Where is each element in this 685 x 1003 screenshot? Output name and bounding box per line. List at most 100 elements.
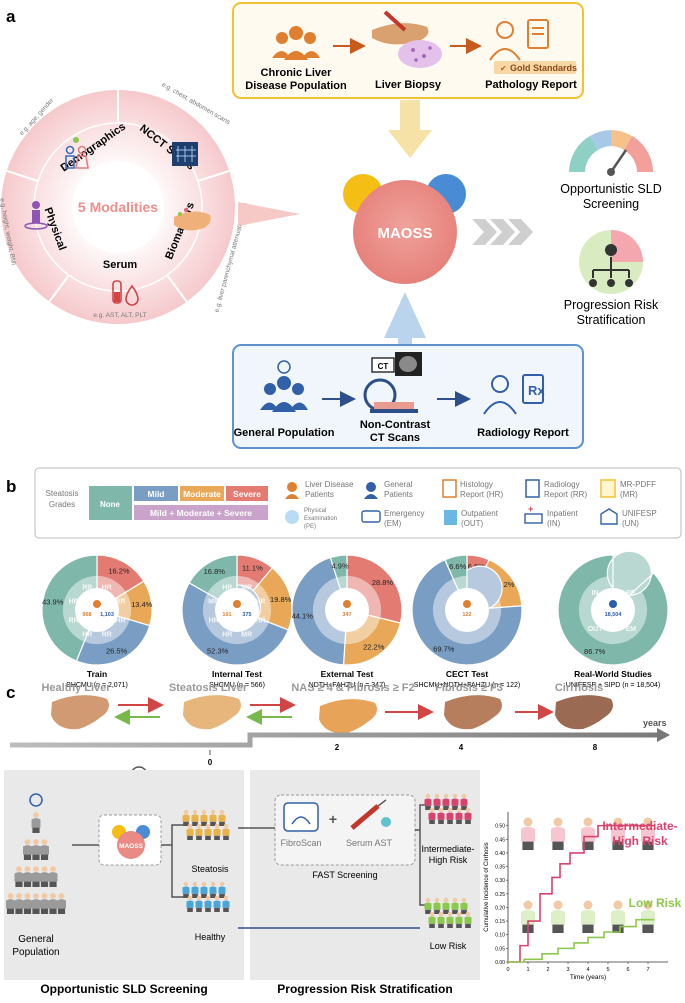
km-x-tick-label: 4 [586, 967, 589, 973]
donut-5-inner-label: EM [626, 626, 637, 633]
highCrowd-q-body [437, 812, 445, 820]
gold-check-icon: ✔ [500, 64, 507, 73]
donut-2-count: 375 [242, 612, 251, 618]
lowCrowd-p-head [443, 897, 449, 903]
crowd-person-legs [32, 854, 40, 860]
donut-2-value-label: 19.8% [270, 595, 292, 604]
serum-ast-label: Serum AST [346, 838, 393, 848]
km-sil-low-body [551, 909, 565, 925]
km-sil-high-body [551, 826, 565, 842]
modalities-to-maoss-arrow [238, 202, 300, 226]
lowCrowd-q-head [456, 911, 462, 917]
km-sil-low-head [523, 900, 533, 910]
sld-screening-gauge-icon [569, 130, 653, 176]
donut-2-inner-label: HR [222, 585, 232, 592]
crowd-person-head [16, 893, 22, 899]
km-y-tick-label: 0.20 [495, 905, 505, 911]
legend-item-6-line3: (PE) [304, 524, 316, 530]
healthyCrowd-p-legs [201, 893, 207, 898]
legend-general-patients-icon-body [364, 494, 378, 499]
crowd-person-body [31, 899, 41, 909]
km-x-tick-label: 0 [506, 967, 509, 973]
highCrowd-p-head [443, 793, 449, 799]
crowd-person-legs [15, 881, 23, 887]
healthyCrowd-q-legs [214, 907, 220, 912]
lowCrowd-p-body [442, 902, 450, 910]
highCrowd-p-body [442, 798, 450, 806]
donut-3-subtitle: NDTH+FAHZU (n = 347) [309, 682, 386, 689]
healthyCrowd-q-body [222, 900, 230, 908]
legend-item-4-line2: Report (RR) [544, 490, 587, 499]
donut-1-inner-ring-moderate [114, 592, 132, 620]
steatosisCrowd-q-legs [196, 835, 202, 840]
legend-mrpdff-icon [600, 479, 616, 498]
steatosisCrowd-p-body [191, 814, 199, 822]
timeline-arrowhead [657, 728, 670, 742]
crowd-person-legs [40, 881, 49, 887]
healthyCrowd-q-body [186, 900, 194, 908]
legend-item-3-line1: Histology [460, 480, 493, 489]
lowCrowd-p-body [451, 902, 459, 910]
legend-item-7-line1: Emergency [384, 509, 424, 518]
highCrowd-q-body [455, 812, 463, 820]
output-risk-line2: Stratification [577, 313, 646, 327]
donut-1-value-label: 13.4% [131, 600, 153, 609]
highCrowd-p-legs [443, 805, 449, 810]
legend-severe-label: Severe [233, 489, 261, 499]
legend-item-7-line2: (EM) [384, 519, 402, 528]
tick-0: 0 [208, 758, 213, 767]
output-screening-line2: Screening [583, 197, 639, 211]
maoss-model-circle [353, 180, 457, 284]
healthyCrowd-p-body [191, 886, 199, 894]
km-y-tick-label: 0.40 [495, 851, 505, 857]
highCrowd-q-head [465, 807, 471, 813]
km-sil-low-head [613, 900, 623, 910]
steatosisCrowd-q-body [222, 828, 230, 836]
steatosisCrowd-p-body [182, 814, 190, 822]
highCrowd-p-head [434, 793, 440, 799]
legend-title-line1: Steatosis [46, 489, 79, 498]
legend-histology-icon [442, 479, 457, 498]
crowd-person-legs [40, 908, 49, 914]
lowCrowd-p-legs [425, 909, 431, 914]
km-sil-low-body [641, 909, 655, 925]
donut-1-inner-label: HR [102, 585, 112, 592]
km-low-label: Low Risk [629, 896, 682, 910]
steatosisCrowd-q-head [187, 823, 193, 829]
healthyCrowd-p-legs [210, 893, 216, 898]
legend-none-label: None [100, 500, 121, 509]
legend-liver-patients-icon-body [285, 494, 299, 499]
crowd-person-body [6, 899, 15, 909]
panel-a-label: a [6, 7, 16, 26]
output-screening-line1: Opportunistic SLD [560, 182, 661, 196]
legend-unifesp-icon [600, 508, 618, 525]
panel-b-label: b [6, 477, 16, 496]
km-sil-low-head [583, 900, 593, 910]
donut-4-value-label: 6.6% [449, 562, 466, 571]
bottom-flow-step2-line1: Non-Contrast [360, 419, 431, 431]
modalities-center-label: 5 Modalities [78, 199, 158, 215]
donut-2-inner-label: MR [208, 598, 219, 605]
crowd-person-head [50, 866, 56, 872]
km-high-line2: High Risk [612, 834, 668, 848]
healthyCrowd-p-legs [219, 893, 225, 898]
km-y-tick-label: 0.50 [495, 824, 505, 830]
pathologist-icon [489, 19, 549, 61]
km-y-tick-label: 0.25 [495, 892, 505, 898]
donut-4-subtitle: SHCMU+NDTH+FAHZU (n = 122) [414, 682, 520, 689]
screening-title: Opportunistic SLD Screening [40, 982, 207, 996]
legend-item-6-line1: Physical [304, 508, 326, 514]
legend-item-2-line1: General [384, 480, 413, 489]
crowd-person-head [7, 893, 14, 899]
donut-1-patient-icon [93, 600, 101, 608]
highCrowd-p-head [425, 793, 431, 799]
healthy-liver-icon [51, 695, 109, 730]
donut-3-center [325, 588, 369, 632]
screening-population-line2: Population [12, 947, 59, 958]
lowCrowd-q-body [464, 916, 472, 924]
crowd-person-head [33, 839, 39, 845]
